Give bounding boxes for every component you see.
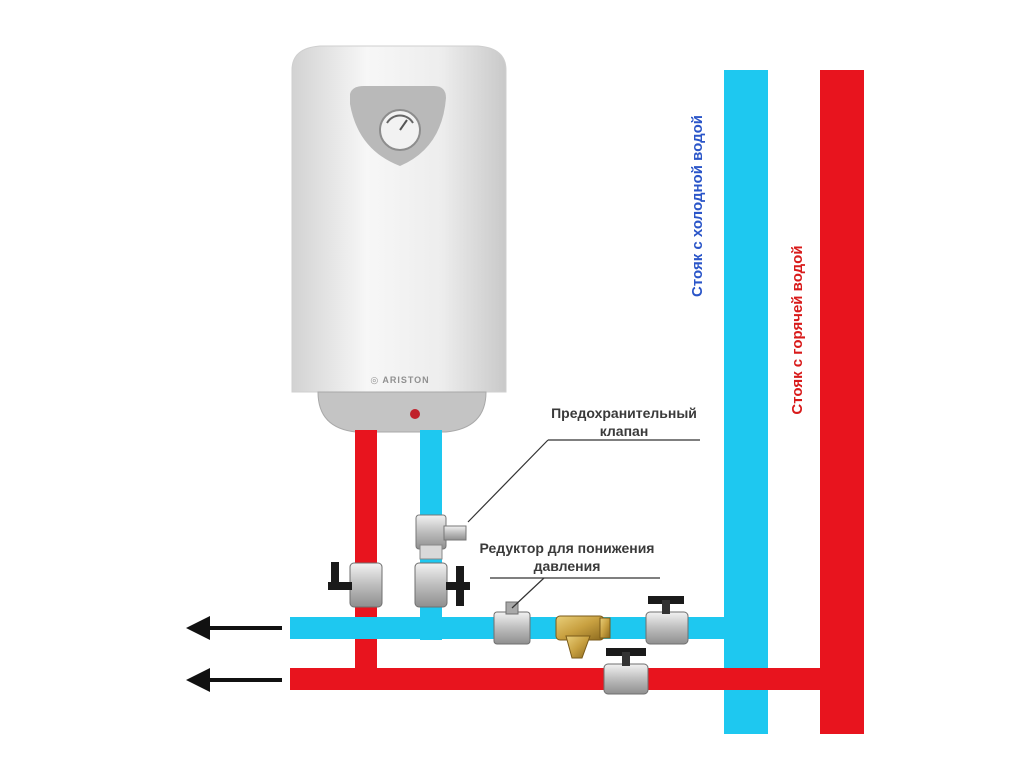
y-strainer-icon (555, 615, 611, 659)
water-heater: ◎ ARISTON (291, 45, 507, 433)
cold-water-riser (724, 70, 768, 734)
pressure-reducer (493, 601, 531, 645)
heater-brand-logo: ◎ ARISTON (370, 375, 429, 385)
reducer-label-line2: давления (534, 558, 601, 574)
dial-icon (379, 109, 421, 151)
hot-riser-label: Стояк с горячей водой (789, 245, 806, 414)
heater-indicator-light (410, 409, 420, 419)
ball-valve-icon[interactable] (328, 562, 383, 608)
ball-valve-icon[interactable] (645, 596, 689, 645)
heater-bottom-cap (317, 391, 487, 433)
arrow-left-icon (186, 616, 282, 640)
hot-water-riser (820, 70, 864, 734)
reducer-leader (511, 577, 545, 609)
safety-valve-label-line1: Предохранительный (551, 405, 697, 421)
ball-valve-icon[interactable] (603, 648, 649, 695)
arrow-left-icon (186, 668, 282, 692)
safety-valve (415, 514, 467, 560)
ball-valve-icon[interactable] (414, 562, 470, 608)
heater-tank-body (291, 45, 507, 393)
hot-water-main (290, 668, 830, 690)
safety-valve-label-line2: клапан (600, 423, 649, 439)
safety-valve-leader (467, 439, 549, 523)
heater-hot-outlet-pipe (355, 430, 377, 680)
cold-riser-label: Стояк с холодной водой (689, 115, 706, 297)
reducer-label-line1: Редуктор для понижения (480, 540, 655, 556)
